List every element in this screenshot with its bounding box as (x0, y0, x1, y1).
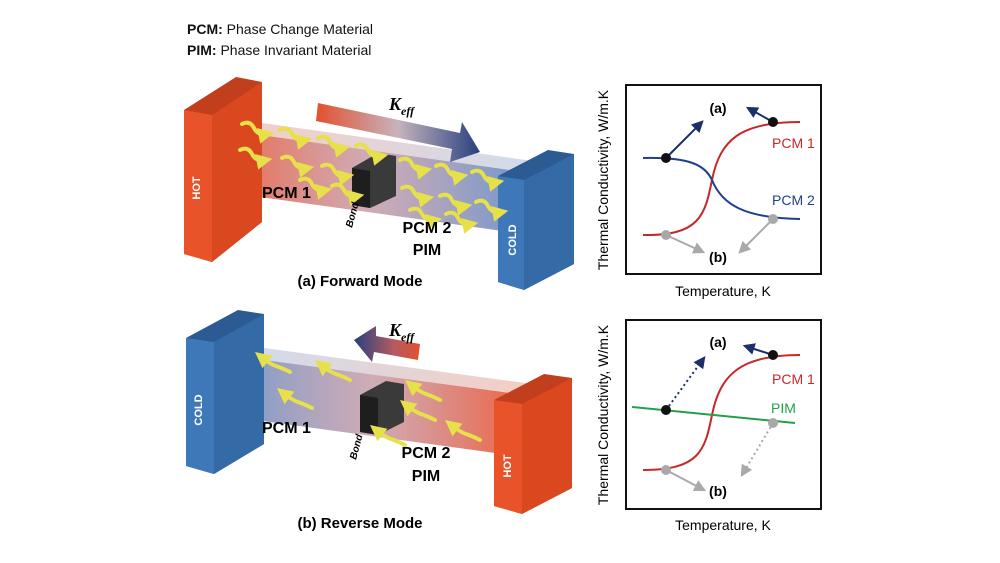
plot-bottom-marker (768, 418, 778, 428)
plot-top-marker (768, 214, 778, 224)
forward-left-wall-label: HOT (191, 176, 203, 200)
reverse-bond-label: Bond (348, 432, 365, 460)
plot-bottom-label-b: (b) (709, 483, 727, 499)
reverse-keff-arrow (354, 326, 420, 362)
legend-pcm: PCM: Phase Change Material (187, 21, 373, 38)
plot-bottom-pim-line (631, 406, 796, 424)
plot-bottom-marker (661, 405, 671, 415)
reverse-hot-wall (494, 400, 522, 514)
plot-bottom-pcm1-label: PCM 1 (772, 371, 815, 387)
reverse-pcm2-label: PCM 2 (402, 445, 451, 462)
plot-top-arrow-b2 (738, 218, 774, 254)
plot-bottom-arrow-b1 (665, 469, 707, 492)
forward-keff-arrow (316, 103, 480, 162)
plot-top-frame (625, 84, 822, 275)
forward-caption: (a) Forward Mode (297, 273, 422, 290)
forward-heat-arrows (238, 120, 509, 234)
plot-bottom-pim-label: PIM (771, 400, 796, 416)
plot-bottom-marker (661, 465, 671, 475)
plot-bottom-ylabel: Thermal Conductivity, W/m.K (595, 324, 611, 505)
plot-top-ylabel: Thermal Conductivity, W/m.K (595, 89, 611, 270)
reverse-heat-arrows (255, 352, 482, 447)
plot-top-label-b: (b) (709, 249, 727, 265)
reverse-caption: (b) Reverse Mode (297, 515, 422, 532)
forward-pcm2-label: PCM 2 (403, 220, 452, 237)
plot-bottom-xlabel: Temperature, K (675, 517, 771, 533)
plot-top-xlabel: Temperature, K (675, 283, 771, 299)
reverse-keff-label: Keff (388, 320, 415, 344)
forward-cold-wall (498, 176, 524, 290)
plot-top-pcm2-curve (642, 156, 801, 220)
plot-bottom-marker (768, 350, 778, 360)
plot-top-pcm1-label: PCM 1 (772, 135, 815, 151)
legend-pim: PIM: Phase Invariant Material (187, 42, 371, 59)
plot-top-pcm2-label: PCM 2 (772, 192, 815, 208)
plot-bottom-frame (625, 319, 822, 510)
legend-pcm-text: Phase Change Material (226, 21, 373, 37)
reverse-left-wall-label: COLD (193, 394, 205, 425)
forward-right-wall-label: COLD (507, 224, 519, 255)
plot-bottom-arrow-b2 (740, 422, 774, 478)
plot-top: (a) (b) PCM 1 PCM 2 Thermal Conductivity… (595, 84, 822, 299)
reverse-right-wall-label: HOT (502, 454, 514, 478)
forward-keff-label: Keff (388, 94, 415, 118)
legend-pim-text: Phase Invariant Material (220, 42, 372, 58)
plot-top-arrow-b1 (665, 234, 706, 254)
reverse-mode-diagram: COLD HOT Keff PCM 1 Bond PCM 2 PIM (b) R… (186, 310, 572, 532)
forward-mode-diagram: HOT COLD Ke (184, 77, 574, 290)
plot-top-marker (661, 230, 671, 240)
plot-bottom-label-a: (a) (709, 334, 726, 350)
reverse-pcm1-label: PCM 1 (262, 420, 311, 437)
plot-top-arrow-a1 (665, 120, 704, 159)
plot-top-marker (661, 153, 671, 163)
forward-hot-wall (184, 110, 212, 262)
plot-bottom: (a) (b) PCM 1 PIM Thermal Conductivity, … (595, 319, 822, 533)
plot-top-marker (768, 117, 778, 127)
forward-pim-label: PIM (413, 242, 441, 259)
plot-top-label-a: (a) (709, 100, 726, 116)
legend-pcm-abbr: PCM: (187, 21, 223, 37)
legend-pim-abbr: PIM: (187, 42, 217, 58)
reverse-pim-label: PIM (412, 468, 440, 485)
forward-pcm1-label: PCM 1 (262, 185, 311, 202)
plot-bottom-arrow-a1 (665, 356, 706, 411)
reverse-cold-wall (186, 338, 214, 474)
